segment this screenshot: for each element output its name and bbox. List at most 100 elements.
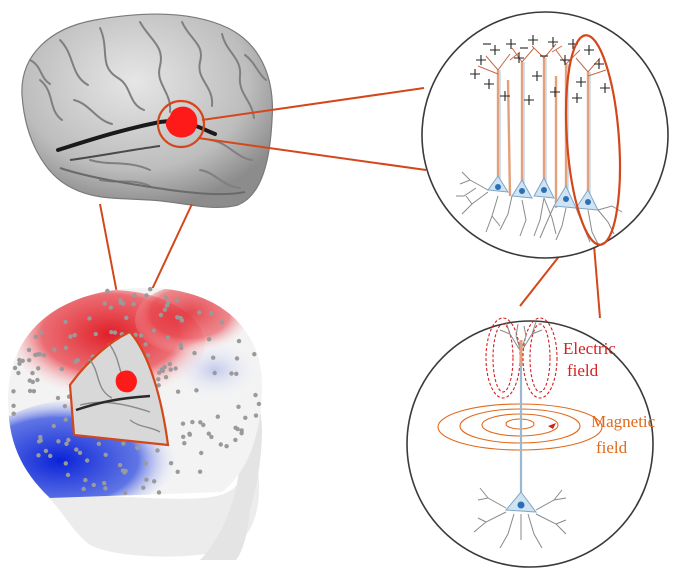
eeg-electrode-dot	[17, 361, 22, 366]
electric-field-label-line2: field	[567, 361, 599, 380]
eeg-electrode-dot	[211, 355, 216, 360]
eeg-electrode-dot	[162, 364, 167, 370]
eeg-electrode-dot	[77, 450, 83, 455]
eeg-electrode-dot	[112, 330, 118, 335]
eeg-electrode-dot	[11, 389, 16, 394]
eeg-electrode-dot	[233, 437, 238, 443]
eeg-electrode-dot	[31, 389, 37, 394]
eeg-electrode-dot	[102, 301, 108, 306]
eeg-electrode-dot	[75, 358, 81, 363]
eeg-electrode-dot	[148, 287, 153, 292]
eeg-electrode-dot	[87, 316, 92, 321]
eeg-electrode-dot	[81, 486, 86, 492]
eeg-electrode-dot	[43, 448, 49, 454]
eeg-electrode-dot	[132, 293, 137, 298]
head-icon	[8, 287, 262, 560]
eeg-electrode-dot	[143, 461, 148, 466]
eeg-electrode-dot	[152, 479, 157, 484]
eeg-electrode-dot	[224, 444, 229, 449]
eeg-electrode-dot	[121, 441, 126, 446]
eeg-electrode-dot	[48, 453, 53, 459]
eeg-electrode-dot	[229, 371, 234, 376]
eeg-electrode-dot	[256, 401, 262, 407]
eeg-electrode-dot	[96, 441, 102, 446]
eeg-electrode-dot	[109, 330, 114, 335]
brain-activation-circle	[156, 99, 206, 149]
brain-icon	[21, 13, 274, 208]
eeg-electrode-dot	[156, 490, 162, 495]
eeg-electrode-dot	[38, 438, 43, 443]
eeg-electrode-dot	[55, 395, 61, 401]
eeg-electrode-dot	[209, 434, 214, 440]
eeg-electrode-dot	[118, 300, 123, 305]
eeg-electrode-dot	[63, 319, 68, 325]
eeg-electrode-dot	[174, 298, 180, 303]
eeg-electrode-dot	[33, 334, 39, 339]
magnetic-field-label-line1: Magnetic	[591, 412, 656, 431]
eeg-electrode-dot	[151, 328, 157, 333]
eeg-electrode-dot	[91, 482, 97, 488]
eeg-electrode-dot	[206, 431, 211, 436]
eeg-electrode-dot	[253, 413, 259, 418]
eeg-electrode-dot	[173, 366, 178, 371]
eeg-electrode-dot	[117, 462, 123, 468]
eeg-electrode-dot	[179, 318, 185, 323]
eeg-electrode-dot	[20, 358, 25, 363]
eeg-electrode-dot	[74, 447, 79, 452]
eeg-electrode-dot	[102, 481, 107, 486]
eeg-electrode-dot	[16, 370, 21, 376]
eeg-electrode-dot	[143, 342, 148, 347]
eeg-electrode-dot	[144, 477, 149, 482]
eeg-electrode-dot	[163, 375, 169, 380]
eeg-electrode-dot	[66, 437, 71, 443]
eeg-electrode-dot	[239, 431, 244, 436]
eeg-electrode-dot	[182, 441, 187, 446]
eeg-electrode-dot	[27, 358, 32, 363]
eeg-electrode-dot	[234, 371, 239, 376]
eeg-electrode-dot	[198, 420, 203, 425]
eeg-electrode-dot	[11, 411, 16, 416]
eeg-electrode-dot	[12, 365, 18, 371]
eeg-electrode-dot	[33, 352, 38, 358]
eeg-electrode-dot	[253, 392, 258, 398]
eeg-electrode-dot	[180, 421, 186, 426]
connector-lines	[99, 87, 601, 331]
eeg-electrode-dot	[62, 404, 68, 409]
eeg-electrode-dot	[175, 389, 181, 394]
eeg-electrode-dot	[146, 353, 151, 358]
single-neuron-icon	[473, 321, 567, 549]
eeg-electrode-dot	[51, 423, 56, 429]
neuron-population-circle	[421, 11, 669, 259]
eeg-electrode-dot	[206, 337, 212, 342]
eeg-electrode-dot	[194, 388, 199, 393]
eeg-electrode-dot	[131, 301, 136, 307]
magnetic-field-label-line2: field	[596, 438, 628, 457]
eeg-electrode-dot	[56, 439, 61, 444]
eeg-electrode-dot	[144, 293, 149, 298]
eeg-electrode-dot	[168, 461, 174, 466]
eeg-electrode-dot	[218, 442, 223, 447]
eeg-electrode-dot	[83, 477, 88, 483]
eeg-electrode-dot	[63, 461, 68, 466]
eeg-electrode-dot	[108, 305, 114, 310]
eeg-electrode-dot	[199, 450, 204, 456]
eeg-electrode-dot	[233, 425, 238, 430]
eeg-electrode-dot	[103, 452, 108, 457]
eeg-electrode-dot	[64, 441, 69, 446]
eeg-electrode-dot	[105, 288, 110, 294]
eeg-electrode-dot	[197, 469, 203, 474]
eeg-electrode-dot	[27, 388, 33, 394]
eeg-electrode-dot	[175, 469, 180, 474]
eeg-electrode-dot	[190, 419, 195, 425]
eeg-electrode-dot	[252, 352, 257, 357]
eeg-electrode-dot	[135, 445, 140, 450]
eeg-electrode-dot	[17, 357, 22, 363]
eeg-electrode-dot	[36, 366, 41, 371]
eeg-electrode-dot	[212, 370, 217, 376]
highlighted-neuron-outline	[564, 34, 622, 246]
eeg-electrode-dot	[243, 415, 248, 420]
eeg-electrodes	[11, 287, 262, 496]
eeg-electrode-dot	[164, 303, 170, 308]
eeg-electrode-dot	[124, 315, 129, 320]
